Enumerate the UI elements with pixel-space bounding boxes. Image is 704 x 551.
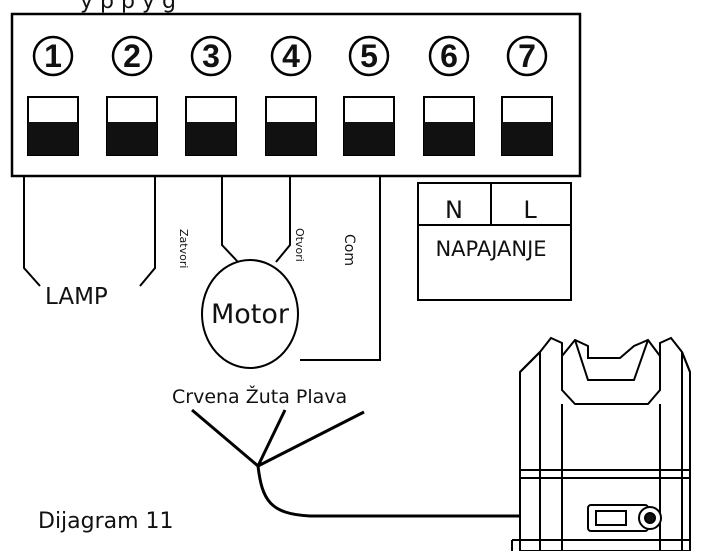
terminal-3: 3 [190,35,232,77]
power-n-label: N [445,196,463,224]
screw-1 [27,96,79,156]
motor-wire-com [300,176,381,361]
terminal-6: 6 [428,35,470,77]
screw-6 [423,96,475,156]
gate-motor-device [511,336,691,551]
terminal-5-number: 5 [360,38,378,74]
terminal-5: 5 [348,35,390,77]
power-box: N L NAPAJANJE [417,182,572,301]
top-text-fragment: y p p y g [80,0,176,14]
cable-red-wire [191,408,259,468]
power-l-label: L [523,196,537,224]
screw-terminals [27,96,553,156]
terminal-1: 1 [32,35,74,77]
screw-4 [265,96,317,156]
screw-2 [106,96,158,156]
com-label: Com [341,234,357,266]
terminal-7: 7 [506,35,548,77]
motor-wire-zatvori [221,176,239,263]
terminal-3-number: 3 [202,38,220,74]
lamp-label: LAMP [45,284,108,310]
motor-circle [201,259,299,369]
wire-colors-label: Crvena Žuta Plava [172,385,347,408]
terminal-7-number: 7 [518,38,536,74]
motor-label: Motor [211,299,290,330]
screw-5 [343,96,395,156]
main-cable [256,465,530,518]
terminal-4-number: 4 [282,38,300,74]
lamp-wire-right [139,176,156,287]
cable-yellow-wire [256,409,287,467]
screw-7 [501,96,553,156]
terminal-6-number: 6 [440,38,458,74]
motor-wire-otvori [275,176,291,263]
lamp-wire-left [23,176,41,287]
terminal-2-number: 2 [123,38,141,74]
napajanje-label: NAPAJANJE [435,237,546,261]
cable-blue-wire [257,410,365,468]
terminal-2: 2 [111,35,153,77]
terminal-numbers: 1 2 3 4 5 6 7 [32,35,548,77]
zatvori-label: Zatvori [177,229,190,268]
screw-3 [185,96,237,156]
diagram-caption: Dijagram 11 [38,509,174,534]
otvori-label: Otvori [293,228,306,262]
terminal-1-number: 1 [44,38,62,74]
terminal-4: 4 [270,35,312,77]
